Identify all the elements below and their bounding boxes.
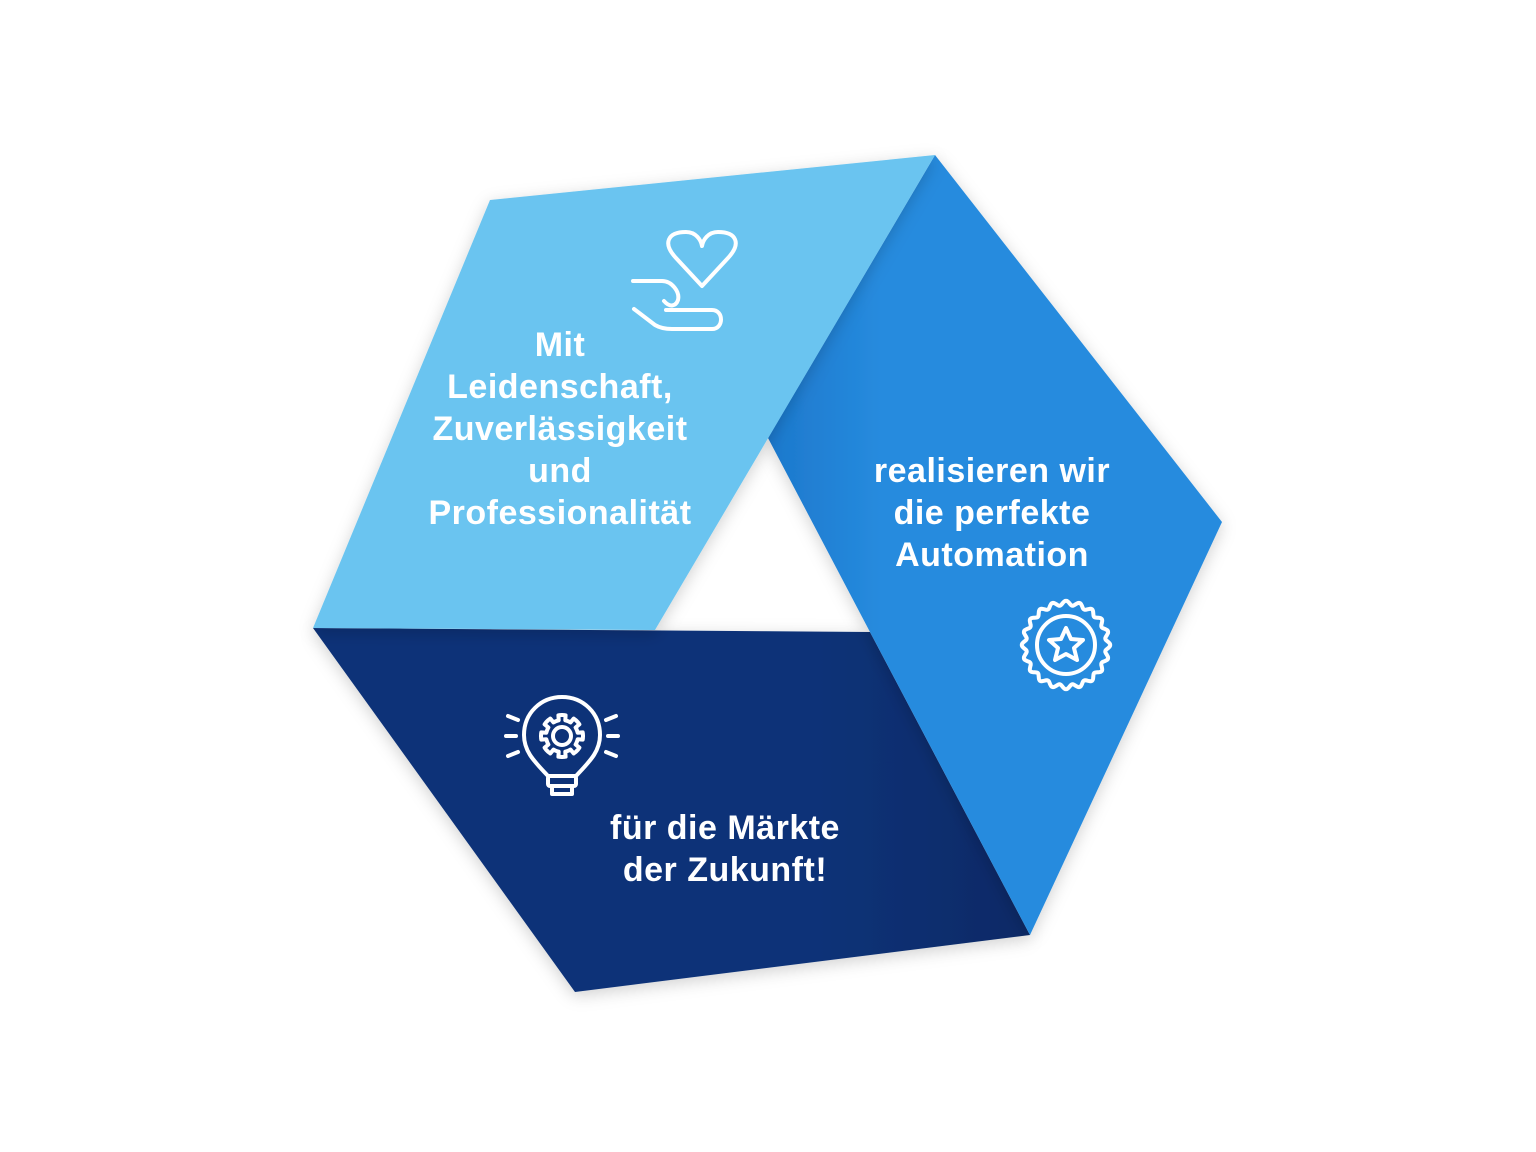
text-line: die perfekte: [893, 494, 1091, 532]
text-line: und: [528, 452, 592, 490]
segment-medium: [768, 155, 1222, 935]
text-line: Automation: [895, 536, 1089, 574]
segment-text-passion: Mit Leidenschaft, Zuverlässigkeit und Pr…: [428, 324, 691, 534]
text-line: Zuverlässigkeit: [432, 410, 688, 448]
star-badge-icon: [1019, 598, 1113, 692]
text-line: für die Märkte: [610, 809, 840, 847]
text-line: Mit: [534, 326, 586, 364]
text-line: der Zukunft!: [622, 851, 828, 889]
hand-heart-icon: [631, 230, 738, 331]
segment-text-future: für die Märkte der Zukunft!: [610, 807, 840, 891]
segment-dark: [313, 628, 1030, 992]
segment-text-automation: realisieren wir die perfekte Automation: [874, 450, 1110, 576]
text-line: realisieren wir: [873, 452, 1111, 490]
segment-light: [313, 155, 935, 630]
text-line: Leidenschaft,: [447, 368, 673, 406]
text-line: Professionalität: [428, 494, 692, 532]
lightbulb-gear-icon: [504, 695, 620, 796]
